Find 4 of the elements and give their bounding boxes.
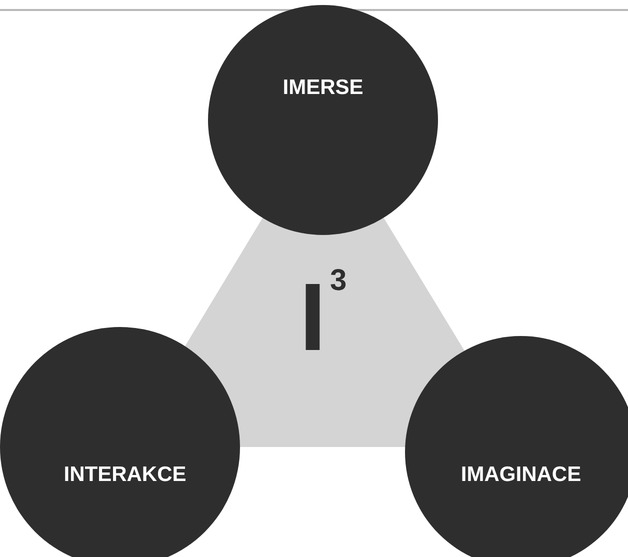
center-symbol: I$^{3}$ <box>299 270 347 366</box>
circle-label: INTERAKCE <box>64 463 186 487</box>
circle-label: IMAGINACE <box>460 463 582 487</box>
circle-label: IMERSE <box>282 76 364 100</box>
